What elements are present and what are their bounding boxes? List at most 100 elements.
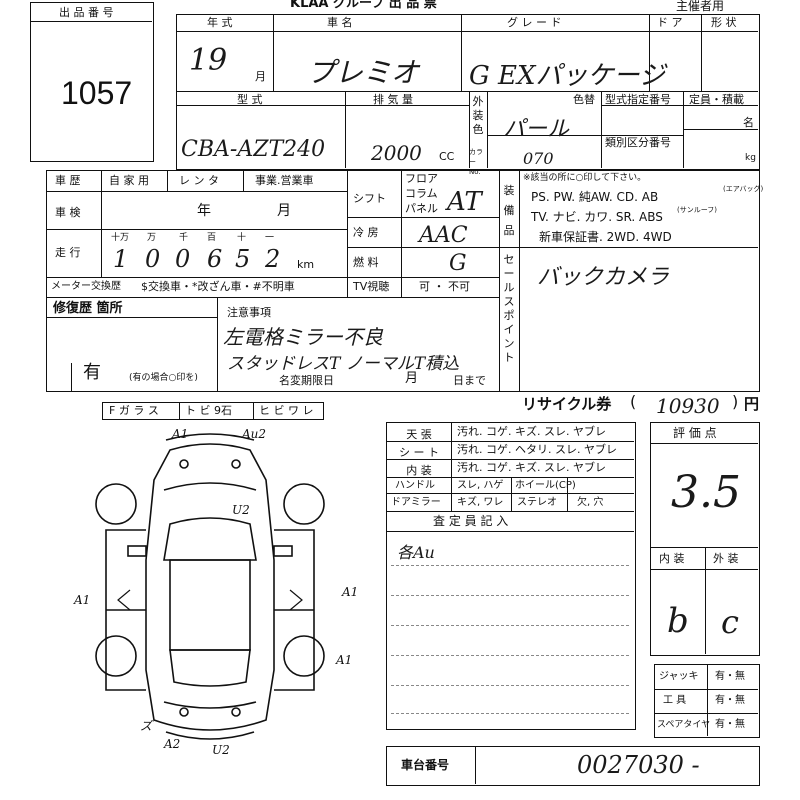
inspector-label: 査 定 員 記 入 xyxy=(433,514,509,528)
chassis-value: 0027030 - xyxy=(577,751,700,779)
mark-hood: U2 xyxy=(232,503,250,517)
km-unit: km xyxy=(297,258,315,271)
repair-value: 有 xyxy=(83,362,101,383)
condition-ceiling-label: 天 張 xyxy=(406,428,432,441)
equipment-row3: 新車保証書. 2WD. 4WD xyxy=(539,230,672,244)
meter-options: $交換車・*改ざん車・#不明車 xyxy=(141,280,295,293)
equipment-row1-note: (エアバッグ) xyxy=(723,185,764,193)
grade-value: G EXパッケージ xyxy=(469,61,666,91)
score-box: 評 価 点 3.5 内 装 外 装 b c xyxy=(650,422,760,656)
mark-left-side: A1 xyxy=(73,593,90,607)
exterior-score-label: 外 装 xyxy=(713,552,739,565)
ext-color-label: 外装色 xyxy=(472,95,484,136)
car-name-label: 車 名 xyxy=(327,16,353,29)
category-label: 類別区分番号 xyxy=(605,136,671,149)
mark-rear-left: A2 xyxy=(163,737,180,751)
year-label: 年 式 xyxy=(207,16,233,29)
rental-use: レ ン タ xyxy=(179,174,219,187)
spare-options: 有・無 xyxy=(715,719,745,730)
displacement-value: 2000 xyxy=(371,141,422,165)
color-no-label: カラーNo. xyxy=(469,148,483,176)
stereo-label: ステレオ xyxy=(517,497,557,508)
business-use: 事業.営業車 xyxy=(255,174,314,187)
year-month-unit: 月 xyxy=(255,70,266,83)
tools-box: ジャッキ 有・無 工 具 有・無 スペアタイヤ 有・無 xyxy=(654,664,760,738)
interior-score-value: b xyxy=(667,601,689,641)
shape-label: 形 状 xyxy=(711,16,737,29)
ac-value: AAC xyxy=(419,223,468,248)
mileage-digit-3: 0 xyxy=(175,245,191,273)
mark-right-rear: A1 xyxy=(335,653,352,667)
fuel-value: G xyxy=(449,251,467,276)
shift-value: AT xyxy=(447,187,482,217)
history-label: 車 歴 xyxy=(55,174,81,187)
door-mirror-label: ドアミラー xyxy=(391,497,441,508)
shift-column: コラム xyxy=(405,187,438,200)
organizer-label: 主催者用 xyxy=(676,0,725,13)
spare-label: スペアタイヤ xyxy=(657,720,711,730)
condition-seat-label: シ ー ト xyxy=(399,446,439,459)
mileage-digit-5: 5 xyxy=(235,245,251,273)
sales-point-label: セールスポイント xyxy=(503,253,515,364)
recycle-unit: 円 xyxy=(744,395,760,413)
mileage-digit-1: 1 xyxy=(113,245,129,273)
fuel-label: 燃 料 xyxy=(353,256,379,269)
model-value: CBA-AZT240 xyxy=(181,137,326,162)
name-change-month: 月 xyxy=(405,371,419,386)
equipment-row2-note: (サンルーフ) xyxy=(677,206,718,214)
jack-options: 有・無 xyxy=(715,671,745,682)
name-change-day: 日まで xyxy=(453,374,486,387)
lot-number-box: 出 品 番 号 1057 xyxy=(30,2,154,162)
glass-chip: ト ビ 9石 xyxy=(185,404,232,417)
tv-options: 可 ・ 不可 xyxy=(419,280,470,293)
mark-right-side: A1 xyxy=(341,585,358,599)
lot-number: 1057 xyxy=(61,75,133,111)
color-value: パール xyxy=(503,117,570,142)
name-change-label: 名変期限日 xyxy=(279,374,334,387)
mileage-label: 走 行 xyxy=(55,246,81,259)
digit-label-5: 十 xyxy=(237,233,247,243)
condition-interior-label: 内 装 xyxy=(406,464,432,477)
recycle-open-paren: ( xyxy=(630,392,637,411)
chassis-label: 車台番号 xyxy=(401,758,450,772)
type-designation-label: 型式指定番号 xyxy=(605,93,671,106)
shift-label: シフト xyxy=(353,192,386,205)
mark-rear: U2 xyxy=(212,743,230,757)
equipment-note: ※該当の所に○印して下さい。 xyxy=(523,173,647,183)
tool-label: 工 具 xyxy=(663,695,687,706)
history-box: 車 歴 自 家 用 レ ン タ 事業.営業車 車 検 年 月 走 行 十万 万 … xyxy=(46,170,764,392)
cc-unit: CC xyxy=(439,150,455,163)
vehicle-info-box: 年 式 車 名 グ レ ー ド ド ア 形 状 19 月 プレミオ G EXパッ… xyxy=(176,14,760,176)
door-label: ド ア xyxy=(657,16,683,29)
sales-point-value: バックカメラ xyxy=(537,265,670,290)
mark-rear-corner: ズ xyxy=(140,719,154,733)
auction-group-title: KLAA グループ 出 品 票 xyxy=(290,0,437,11)
mileage-digit-6: 2 xyxy=(265,245,281,273)
shift-panel: パネル xyxy=(405,202,438,215)
year-value: 19 xyxy=(189,43,228,78)
recycle-close-paren: ) xyxy=(732,392,739,411)
digit-label-4: 百 xyxy=(207,233,217,243)
grade-label: グ レ ー ド xyxy=(507,16,562,29)
inspection-month-unit: 月 xyxy=(277,203,291,219)
car-name-value: プレミオ xyxy=(307,56,420,89)
shift-floor: フロア xyxy=(405,172,438,185)
digit-label-3: 千 xyxy=(179,233,189,243)
color-change-label: 色替 xyxy=(573,93,595,106)
meter-change-label: メーター交換歴 xyxy=(51,281,121,292)
car-damage-diagram: A1 Au2 U2 A1 A1 A1 A2 U2 ズ xyxy=(73,427,358,757)
glass-box: F ガ ラ ス ト ビ 9石 ヒ ビ ワ レ xyxy=(102,402,324,420)
notes-line2: スタッドレスT ノーマルT積込 xyxy=(227,354,460,374)
digit-label-2: 万 xyxy=(147,233,157,243)
score-value: 3.5 xyxy=(671,467,741,518)
glass-crack: ヒ ビ ワ レ xyxy=(259,404,314,417)
displacement-label: 排 気 量 xyxy=(373,93,413,106)
notes-label: 注意事項 xyxy=(227,306,271,319)
mark-front-left: A1 xyxy=(171,427,188,441)
tool-options: 有・無 xyxy=(715,695,745,706)
glass-front: F ガ ラ ス xyxy=(109,404,159,417)
inspector-note: 各Au xyxy=(397,543,435,562)
tv-label: TV視聴 xyxy=(353,280,390,293)
mark-front-right: Au2 xyxy=(241,427,266,441)
digit-label-1: 十万 xyxy=(111,233,130,243)
